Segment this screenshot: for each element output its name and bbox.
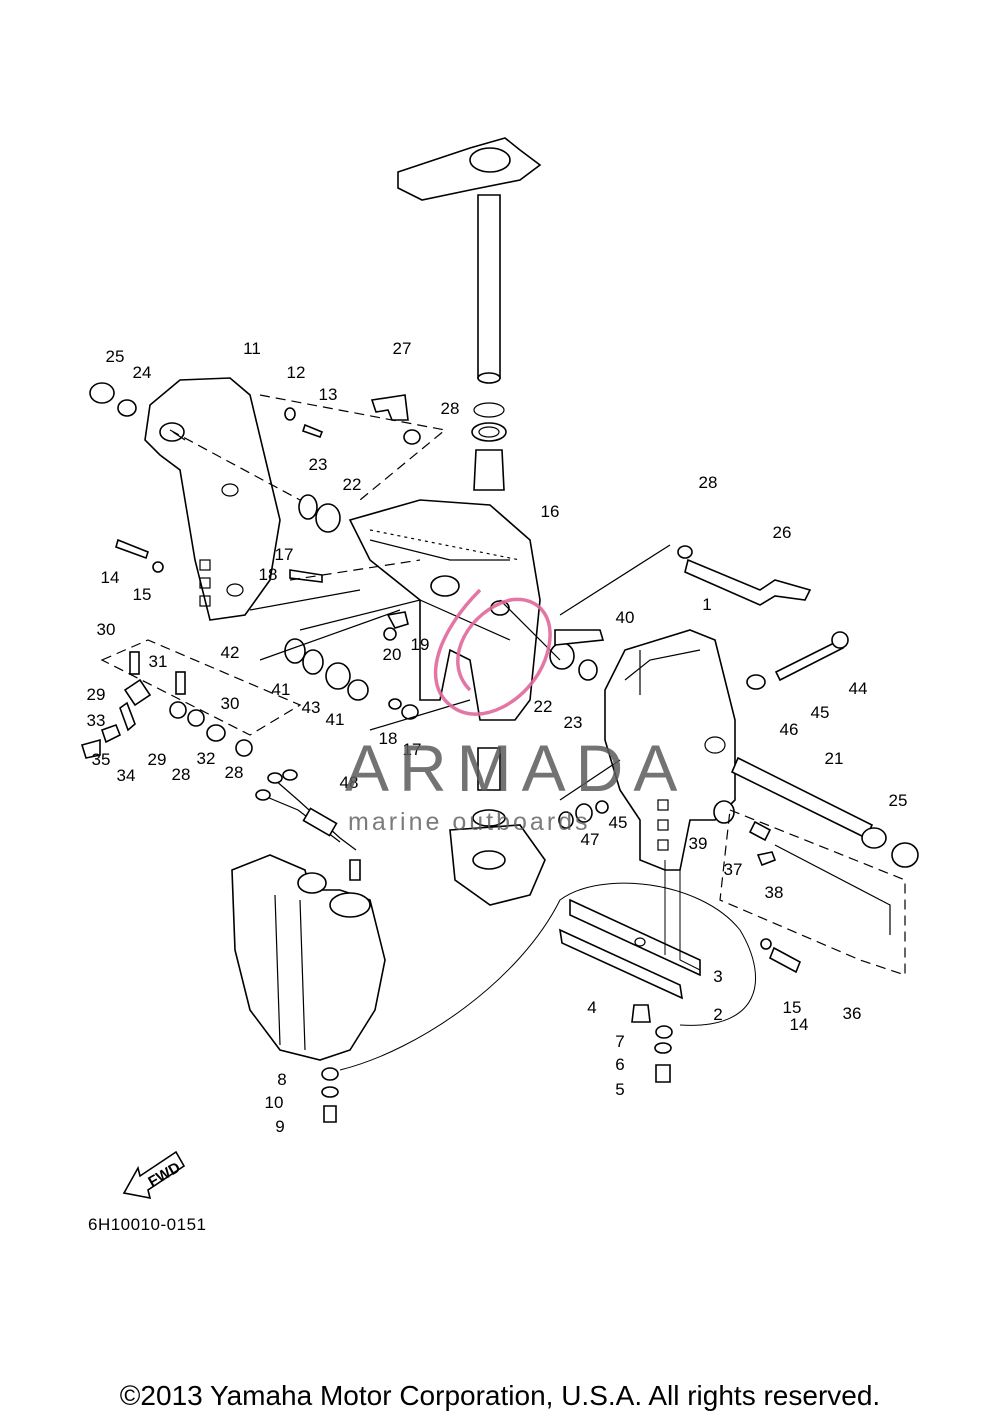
callout-15: 15 <box>783 998 802 1017</box>
drawing-code: 6H10010-0151 <box>88 1215 207 1234</box>
callout-47: 47 <box>581 830 600 849</box>
callout-39: 39 <box>689 834 708 853</box>
callout-25: 25 <box>889 791 908 810</box>
callout-17: 17 <box>403 740 422 759</box>
callout-33: 33 <box>87 711 106 730</box>
watermark-title: ARMADA <box>345 731 688 805</box>
left-clamp-bracket <box>144 377 281 621</box>
callout-4: 4 <box>587 998 596 1017</box>
callout-10: 10 <box>265 1093 284 1112</box>
callout-3: 3 <box>713 967 722 986</box>
tilt-stop-lever <box>677 545 812 606</box>
callout-20: 20 <box>383 645 402 664</box>
leader-lines <box>169 394 756 1071</box>
callout-44: 44 <box>849 679 868 698</box>
callout-28: 28 <box>172 765 191 784</box>
callout-28: 28 <box>441 399 460 418</box>
copyright-notice: ©2013 Yamaha Motor Corporation, U.S.A. A… <box>119 1380 881 1411</box>
power-tilt-unit <box>231 854 386 1123</box>
callout-19: 19 <box>411 635 430 654</box>
callout-15: 15 <box>133 585 152 604</box>
callout-13: 13 <box>319 385 338 404</box>
callout-45: 45 <box>609 813 628 832</box>
callout-31: 31 <box>149 652 168 671</box>
callout-23: 23 <box>309 455 328 474</box>
watermark-subtitle: marine outboards <box>348 808 591 836</box>
ground-lead <box>255 769 357 851</box>
callout-17: 17 <box>275 545 294 564</box>
callout-16: 16 <box>541 502 560 521</box>
callout-28: 28 <box>225 763 244 782</box>
callout-6: 6 <box>615 1055 624 1074</box>
callout-28: 28 <box>699 473 718 492</box>
callout-30: 30 <box>97 620 116 639</box>
callout-18: 18 <box>379 729 398 748</box>
callout-23: 23 <box>564 713 583 732</box>
callout-41: 41 <box>272 680 291 699</box>
through-tube <box>730 756 919 868</box>
callout-46: 46 <box>780 720 799 739</box>
callout-14: 14 <box>101 568 120 587</box>
callout-35: 35 <box>92 750 111 769</box>
tilt-rod-group <box>719 809 906 976</box>
callout-37: 37 <box>724 860 743 879</box>
friction-plates <box>558 898 701 1000</box>
callout-18: 18 <box>259 565 278 584</box>
callout-22: 22 <box>534 697 553 716</box>
hardware <box>89 382 849 974</box>
callout-36: 36 <box>843 1004 862 1023</box>
callout-48: 48 <box>340 773 359 792</box>
callout-30: 30 <box>221 694 240 713</box>
tilt-lock-group <box>80 639 302 759</box>
callout-29: 29 <box>87 685 106 704</box>
callout-21: 21 <box>825 749 844 768</box>
callout-12: 12 <box>287 363 306 382</box>
callout-40: 40 <box>616 608 635 627</box>
callout-9: 9 <box>275 1117 284 1136</box>
callout-41: 41 <box>326 710 345 729</box>
callout-22: 22 <box>343 475 362 494</box>
callout-7: 7 <box>615 1032 624 1051</box>
fwd-arrow: FWD <box>122 1150 186 1200</box>
callout-11: 11 <box>243 339 261 358</box>
callout-29: 29 <box>148 750 167 769</box>
callout-labels: 1234567891011121314141515161717181819202… <box>87 339 908 1136</box>
callout-25: 25 <box>106 347 125 366</box>
callout-1: 1 <box>702 595 711 614</box>
callout-42: 42 <box>221 643 240 662</box>
callout-5: 5 <box>615 1080 624 1099</box>
anode-bolts <box>631 1004 673 1083</box>
swivel-bracket <box>348 499 541 721</box>
callout-34: 34 <box>117 766 136 785</box>
callout-8: 8 <box>277 1070 286 1089</box>
callout-32: 32 <box>197 749 216 768</box>
armada-logo-mark <box>433 588 552 716</box>
callout-45: 45 <box>811 703 830 722</box>
callout-14: 14 <box>790 1015 809 1034</box>
callout-38: 38 <box>765 883 784 902</box>
callout-26: 26 <box>773 523 792 542</box>
callout-2: 2 <box>713 1005 722 1024</box>
callout-43: 43 <box>302 698 321 717</box>
callout-27: 27 <box>393 339 412 358</box>
callout-24: 24 <box>133 363 152 382</box>
right-clamp-bracket <box>604 629 736 871</box>
